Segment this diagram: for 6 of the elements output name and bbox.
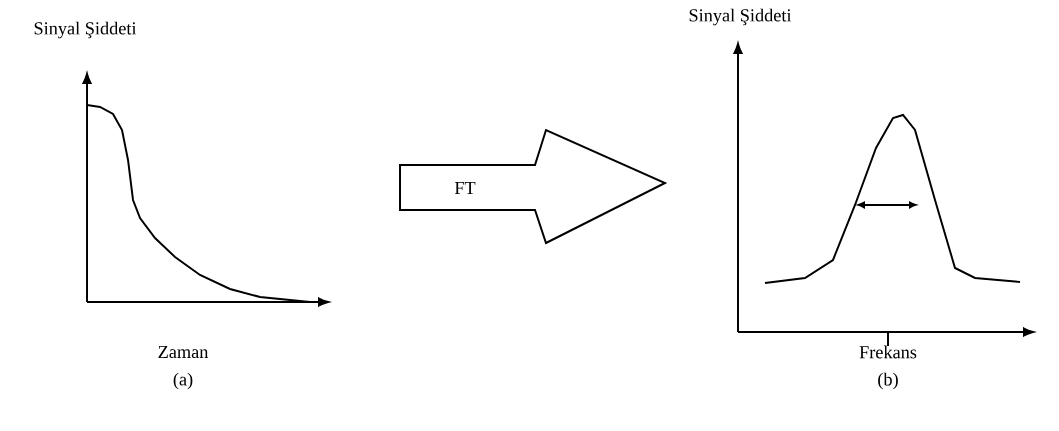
- axis-label: (a): [173, 372, 193, 390]
- axis-label: Sinyal Şiddeti: [689, 8, 792, 26]
- axis-label: Zaman: [158, 345, 209, 359]
- axis-label: Frekans: [859, 345, 917, 359]
- axis-label: Sinyal Şiddeti: [34, 21, 137, 39]
- axis-label: (b): [878, 372, 898, 390]
